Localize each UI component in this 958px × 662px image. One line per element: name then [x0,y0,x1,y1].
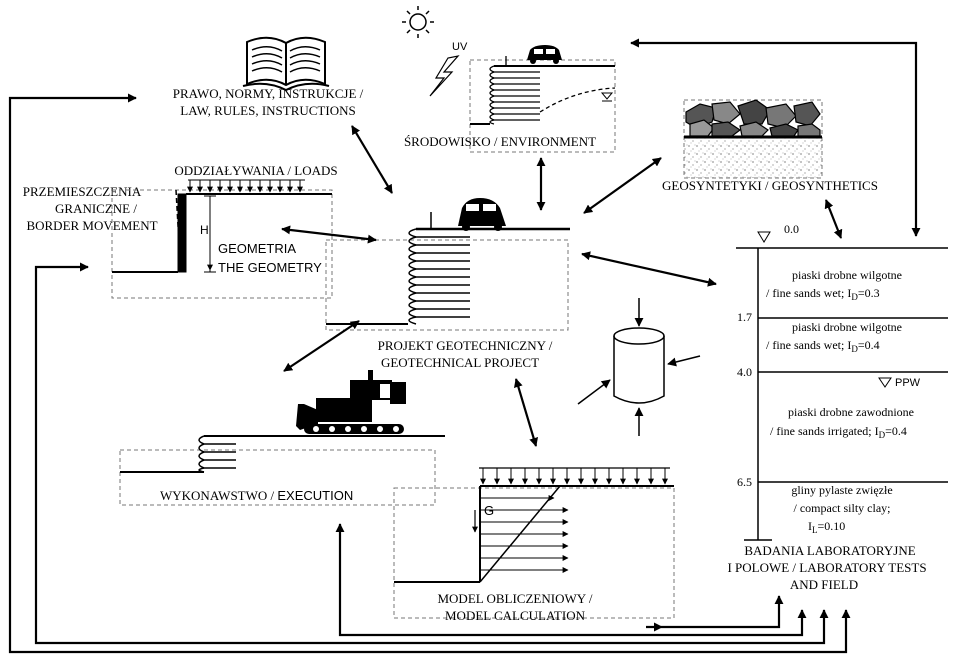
g-label: G [484,503,494,518]
law-label-line1: PRAWO, NORMY, INSTRUKCJE / [173,86,364,101]
layer-2-line2: / fine sands wet; ID=0.4 [766,338,880,354]
execution-label-pl: WYKONAWSTWO / [160,488,277,503]
execution-wall-drawing [120,435,445,473]
layer-4-line3: IL=0.10 [808,519,845,535]
layer-4-line2: / compact silty clay; [794,501,891,515]
arrow-lab-law [8,93,851,654]
lab-label-line2: I POLOWE / LABORATORY TESTS [727,560,926,575]
uv-lightning-icon [429,55,460,97]
arrow-project-model [514,378,538,447]
car-icon-small [527,45,562,64]
environment-wall-drawing [470,56,616,125]
geosynthetics-sand-layer [684,138,822,178]
geometry-label-line2: THE GEOMETRY [218,260,322,275]
connector-arrows [8,38,921,654]
loads-label: ODDZIAŁYWANIA / LOADS [174,163,337,178]
sun-icon [402,6,434,38]
lab-label-line3: AND FIELD [790,577,858,592]
arrow-law-project [351,125,393,194]
arrow-project-lab [581,251,717,287]
depth-label-0: 0.0 [784,222,799,236]
arrow-geosynthetics-lab [824,199,843,239]
project-label-line1: PROJEKT GEOTECHNICZNY / [378,338,553,353]
border-label-line2: GRANICZNE / [55,201,137,216]
depth-label-3: 6.5 [737,475,752,489]
layer-3-line2: / fine sands irrigated; ID=0.4 [770,424,907,440]
arrow-lab-execution [335,523,807,637]
geosynthetics-label: GEOSYNTETYKI / GEOSYNTHETICS [662,178,878,193]
lab-label-line1: BADANIA LABORATORYJNE [744,543,915,558]
arrow-lab-geometry [34,262,829,645]
layer-1-line2: / fine sands wet; ID=0.3 [766,286,880,302]
arrow-project-execution [283,320,360,372]
h-label: H [200,223,209,237]
layer-4-line1: gliny pylaste zwięzłe [791,483,892,497]
border-label-line1: PRZEMIESZCZENIA [23,184,142,199]
layer-1-line1: piaski drobne wilgotne [792,268,902,282]
arrow-geosynthetics-project [583,157,662,214]
triaxial-sample-icon [577,298,701,436]
model-label-line1: MODEL OBLICZENIOWY / [437,591,592,606]
layer-3-line1: piaski drobne zawodnione [788,405,914,419]
uv-label: UV [452,41,468,53]
border-label-line3: BORDER MOVEMENT [26,218,157,233]
geometry-label-line1: GEOMETRIA [218,241,296,256]
depth-label-1: 1.7 [737,310,752,324]
arrow-environment-lab [630,38,921,237]
arrow-lab-model [646,595,784,632]
project-label-line2: GEOTECHNICAL PROJECT [381,355,539,370]
model-drawing [394,467,674,583]
bulldozer-icon [296,370,406,434]
execution-label-en: EXECUTION [277,488,353,503]
book-icon [242,36,330,92]
car-icon-large [458,198,506,231]
project-wall-drawing [326,212,570,325]
water-level-label: PPW [895,377,921,389]
environment-label: ŚRODOWISKO / ENVIRONMENT [404,134,596,149]
geosynthetics-stones [685,99,821,137]
depth-label-2: 4.0 [737,365,752,379]
arrow-geometry-project [281,225,377,244]
model-label-line2: MODEL CALCULATION [445,608,586,623]
law-label-line2: LAW, RULES, INSTRUCTIONS [180,103,355,118]
execution-label: WYKONAWSTWO / EXECUTION [160,488,353,503]
layer-2-line1: piaski drobne wilgotne [792,320,902,334]
